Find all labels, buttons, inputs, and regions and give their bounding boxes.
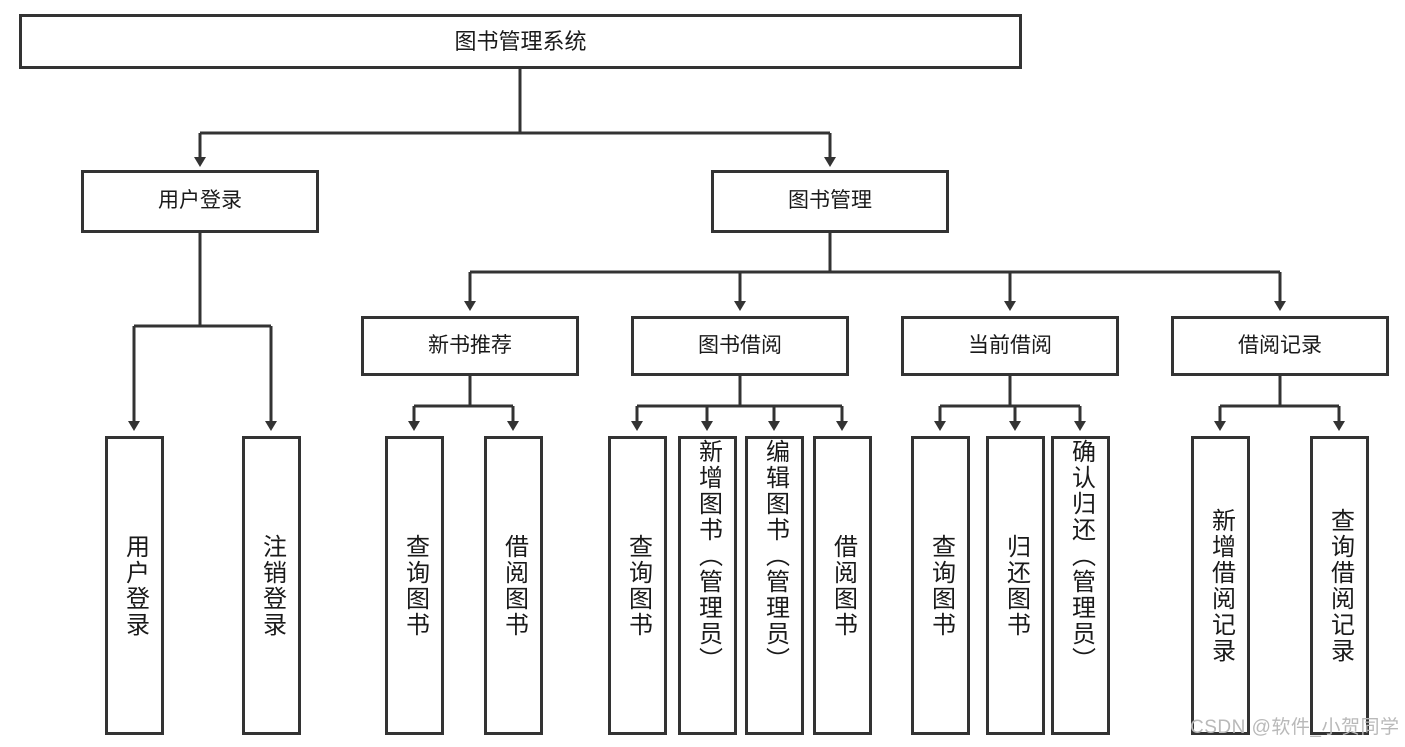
- node-book-borrow[interactable]: 图书借阅: [631, 316, 849, 376]
- watermark: CSDN @软件_小贺同学: [1190, 717, 1400, 738]
- node-current-borrow-label: 当前借阅: [968, 333, 1052, 357]
- leaf-add-book[interactable]: 新增图书（管理员）: [678, 436, 737, 735]
- leaf-add-book-label: 新增图书（管理员）: [694, 439, 722, 673]
- leaf-confirm-return[interactable]: 确认归还（管理员）: [1051, 436, 1110, 735]
- leaf-query-borrow-record[interactable]: 查询借阅记录: [1310, 436, 1369, 735]
- leaf-user-login-label: 用户登录: [121, 533, 149, 638]
- leaf-edit-book[interactable]: 编辑图书（管理员）: [745, 436, 804, 735]
- leaf-borrow-book-2-label: 借阅图书: [829, 533, 857, 638]
- node-new-book-recommend[interactable]: 新书推荐: [361, 316, 579, 376]
- leaf-query-book-2-label: 查询图书: [624, 533, 652, 638]
- leaf-add-borrow-record-label: 新增借阅记录: [1207, 507, 1235, 664]
- leaf-query-book-3-label: 查询图书: [927, 533, 955, 638]
- node-current-borrow[interactable]: 当前借阅: [901, 316, 1119, 376]
- node-borrow-record[interactable]: 借阅记录: [1171, 316, 1389, 376]
- node-user-login-label: 用户登录: [158, 189, 242, 213]
- node-new-book-recommend-label: 新书推荐: [428, 333, 512, 357]
- leaf-query-book-1-label: 查询图书: [401, 533, 429, 638]
- node-book-borrow-label: 图书借阅: [698, 333, 782, 357]
- leaf-return-book-label: 归还图书: [1002, 533, 1030, 638]
- leaf-borrow-book-2[interactable]: 借阅图书: [813, 436, 872, 735]
- node-root[interactable]: 图书管理系统: [19, 14, 1022, 69]
- node-book-management[interactable]: 图书管理: [711, 170, 949, 233]
- node-root-label: 图书管理系统: [454, 28, 587, 54]
- leaf-add-borrow-record[interactable]: 新增借阅记录: [1191, 436, 1250, 735]
- leaf-query-book-3[interactable]: 查询图书: [911, 436, 970, 735]
- node-user-login[interactable]: 用户登录: [81, 170, 319, 233]
- leaf-query-borrow-record-label: 查询借阅记录: [1326, 507, 1354, 664]
- leaf-query-book-2[interactable]: 查询图书: [608, 436, 667, 735]
- leaf-borrow-book-1-label: 借阅图书: [500, 533, 528, 638]
- node-book-management-label: 图书管理: [788, 189, 872, 213]
- leaf-borrow-book-1[interactable]: 借阅图书: [484, 436, 543, 735]
- leaf-user-logout[interactable]: 注销登录: [242, 436, 301, 735]
- leaf-return-book[interactable]: 归还图书: [986, 436, 1045, 735]
- leaf-edit-book-label: 编辑图书（管理员）: [761, 439, 789, 673]
- leaf-user-login[interactable]: 用户登录: [105, 436, 164, 735]
- node-borrow-record-label: 借阅记录: [1238, 333, 1322, 357]
- leaf-query-book-1[interactable]: 查询图书: [385, 436, 444, 735]
- leaf-user-logout-label: 注销登录: [258, 533, 286, 638]
- leaf-confirm-return-label: 确认归还（管理员）: [1067, 439, 1095, 673]
